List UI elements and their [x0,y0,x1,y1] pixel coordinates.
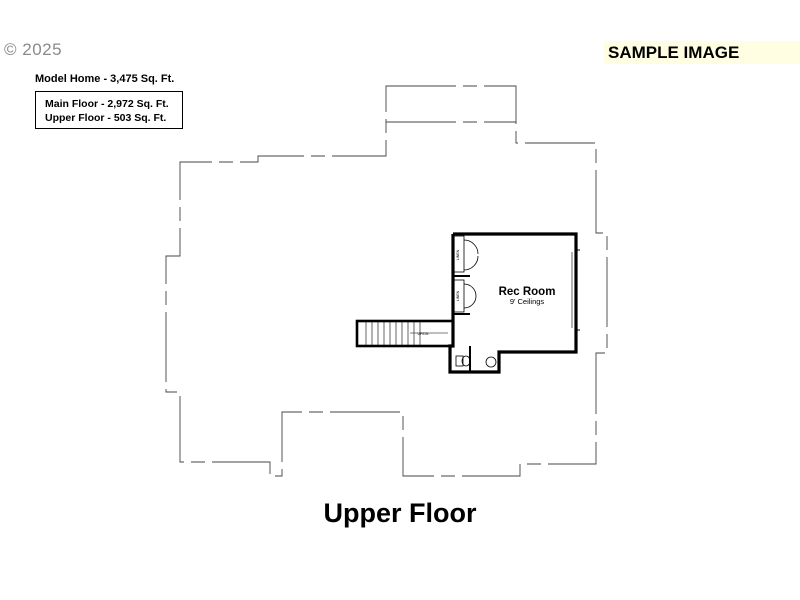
sample-image-banner: SAMPLE IMAGE [604,41,800,64]
main-floor-outline [165,85,608,477]
closet-label-lower: LINEN [456,290,460,301]
stairs-label: UP/DN [418,332,429,336]
staircase [355,319,455,348]
model-home-area: Model Home - 3,475 Sq. Ft. [35,73,175,85]
main-floor-area: Main Floor - 2,972 Sq. Ft. [45,98,169,110]
rec-room-windows [571,249,580,331]
rec-room-label: Rec Room [499,286,556,298]
rec-room-ceiling: 9' Ceilings [510,297,545,306]
copyright-notice: © 2025 [4,40,63,59]
floor-area-box: Main Floor - 2,972 Sq. Ft. Upper Floor -… [35,91,183,129]
linen-closets [453,235,479,315]
closet-label-upper: LINEN [456,249,460,260]
powder-room [455,346,497,372]
upper-floor-area: Upper Floor - 503 Sq. Ft. [45,112,167,124]
floor-title: Upper Floor [323,498,477,528]
